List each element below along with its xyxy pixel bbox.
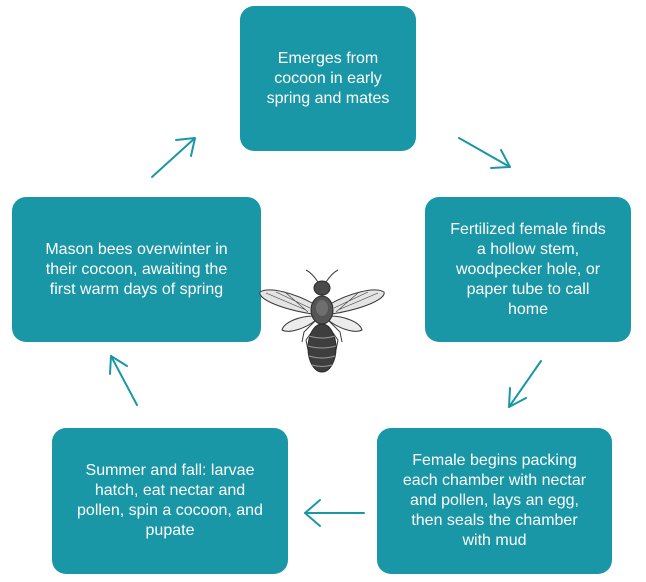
stage-box-nesting: Fertilized female finds a hollow stem, w… bbox=[425, 197, 631, 342]
stage-text-emerges: Emerges from cocoon in early spring and … bbox=[254, 49, 402, 109]
bee-icon bbox=[256, 268, 388, 380]
arrow-left-to-top bbox=[152, 138, 195, 177]
stage-box-provisioning: Female begins packing each chamber with … bbox=[377, 428, 612, 574]
arrow-top-to-right bbox=[459, 138, 510, 168]
arrow-right-to-bottom-right bbox=[509, 361, 541, 407]
stage-text-larvae: Summer and fall: larvae hatch, eat necta… bbox=[72, 461, 268, 541]
stage-text-overwinter: Mason bees overwinter in their cocoon, a… bbox=[42, 240, 231, 300]
stage-box-overwinter: Mason bees overwinter in their cocoon, a… bbox=[12, 197, 261, 342]
stage-text-provisioning: Female begins packing each chamber with … bbox=[395, 451, 594, 551]
stage-box-larvae: Summer and fall: larvae hatch, eat necta… bbox=[52, 428, 288, 574]
stage-box-emerges: Emerges from cocoon in early spring and … bbox=[240, 6, 416, 151]
arrow-bottom-left-to-left bbox=[110, 356, 137, 405]
stage-text-nesting: Fertilized female finds a hollow stem, w… bbox=[447, 220, 609, 320]
arrow-bottom-right-to-bottom-left bbox=[305, 500, 364, 526]
